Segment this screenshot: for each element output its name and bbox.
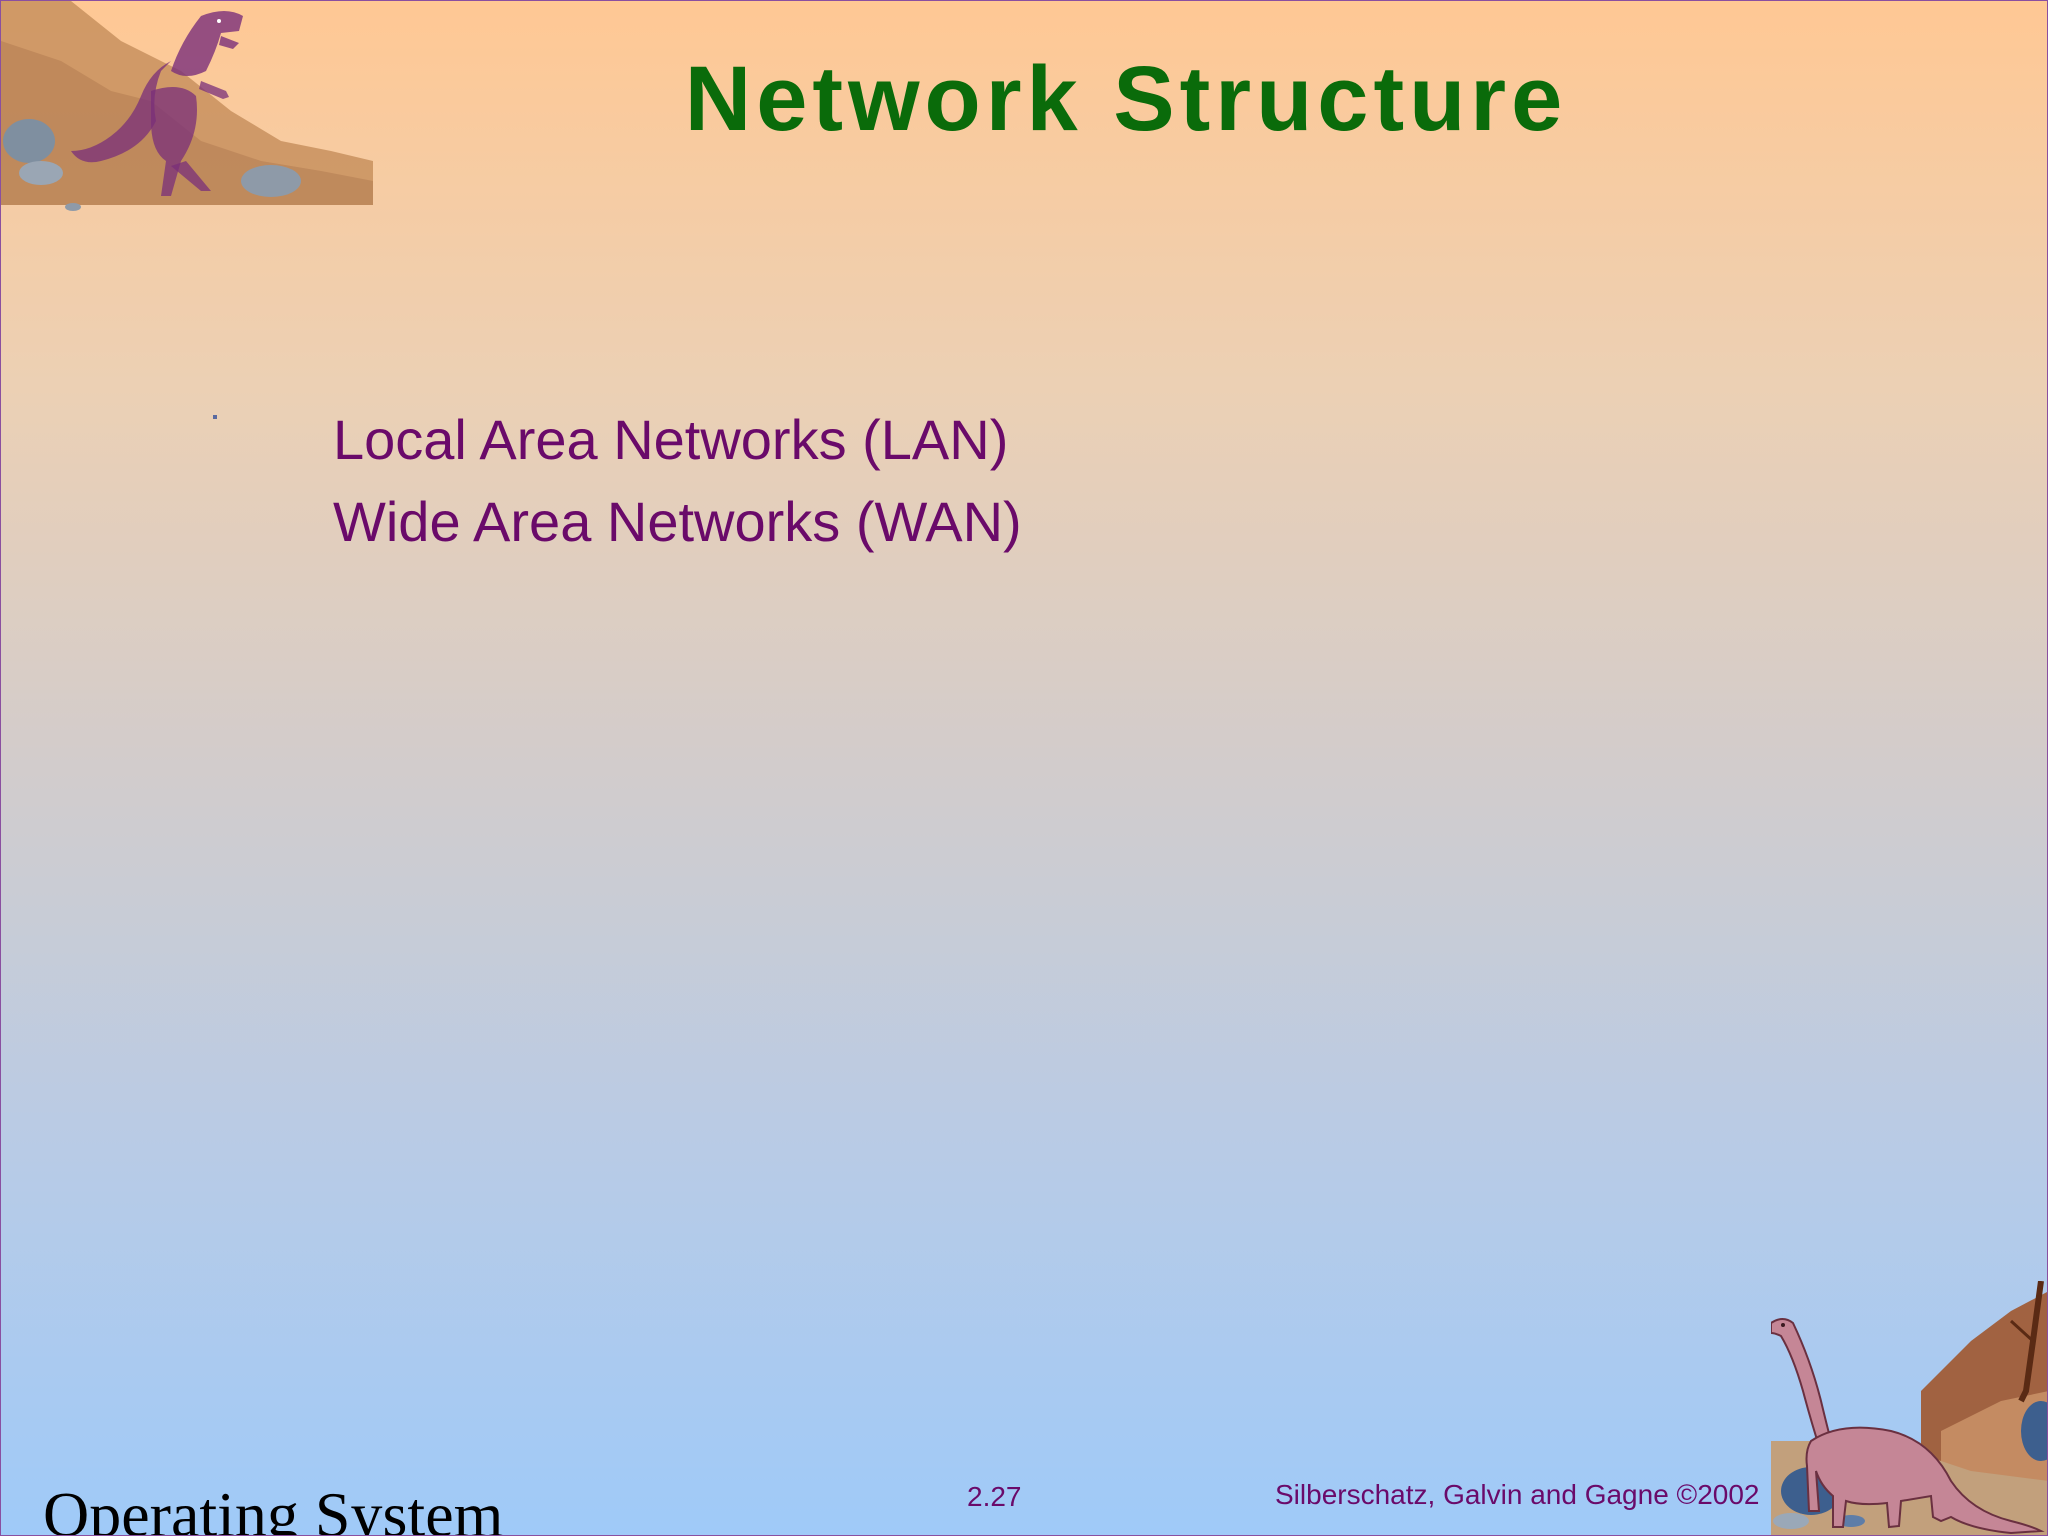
bullet-item-lan: Local Area Networks (LAN) [333, 408, 1009, 471]
bullet-item-wan: Wide Area Networks (WAN) [333, 490, 1022, 553]
copyright-text: Silberschatz, Galvin and Gagne ©2002 [1275, 1479, 1760, 1510]
course-title: Operating System [43, 1479, 504, 1536]
bullet-marker [213, 415, 217, 419]
brontosaurus-dinosaur-icon [1771, 1281, 2047, 1535]
t-rex-dinosaur-icon [1, 1, 373, 211]
bullet-list: Local Area Networks (LAN) Wide Area Netw… [333, 399, 1022, 563]
page-number: 2.27 [967, 1481, 1022, 1512]
slide-title: Network Structure [684, 48, 1568, 150]
